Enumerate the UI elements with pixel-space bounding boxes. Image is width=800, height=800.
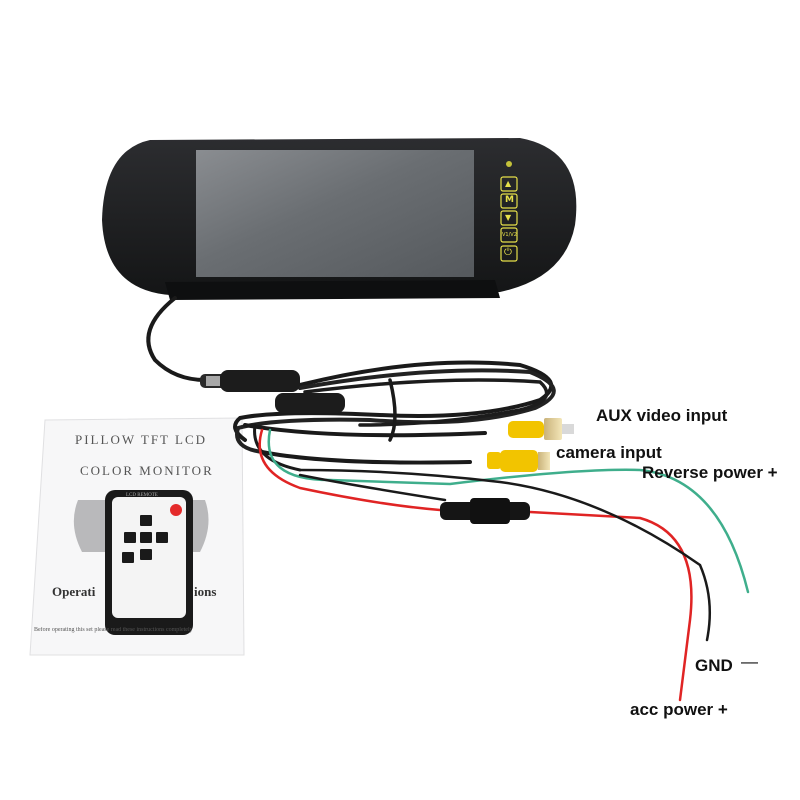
monitor-screen <box>196 150 474 277</box>
manual-heading: Operati <box>52 584 96 599</box>
down-icon: ▼ <box>505 213 512 222</box>
aux-video-input-label: AUX video input <box>596 406 728 425</box>
remote-up-button[interactable] <box>140 515 152 526</box>
up-button[interactable] <box>500 176 518 192</box>
av-connector <box>200 370 300 392</box>
gnd-label: GND <box>695 656 733 675</box>
aux-rca-connector <box>508 418 574 440</box>
remote-power-button[interactable] <box>170 504 182 516</box>
power-icon: ⏻ <box>504 247 512 258</box>
remote-extra-button[interactable] <box>122 552 134 563</box>
monitor <box>102 138 577 300</box>
down-button[interactable] <box>500 210 518 226</box>
acc-power-label: acc power + <box>630 700 728 719</box>
source-icon: V1/V2 <box>502 232 517 238</box>
reverse-power-label: Reverse power + <box>642 463 778 482</box>
remote-down-button[interactable] <box>140 549 152 560</box>
manual-title-line2: COLOR MONITOR <box>80 463 214 478</box>
camera-rca-connector <box>487 450 550 472</box>
manual-title-line1: PILLOW TFT LCD <box>75 432 208 447</box>
manual-footer: Before operating this set please read th… <box>34 627 193 633</box>
menu-button[interactable] <box>500 193 518 209</box>
remote-brand: LCD REMOTE <box>126 493 158 498</box>
manual-heading-tail: ions <box>194 584 217 599</box>
remote-left-button[interactable] <box>124 532 136 543</box>
power-button[interactable] <box>500 245 518 262</box>
monitor-button-panel <box>500 176 518 262</box>
menu-icon: M <box>505 195 514 205</box>
remote-control <box>105 490 193 635</box>
camera-input-label: camera input <box>556 443 662 462</box>
inline-fuse-holder <box>440 498 530 524</box>
cable-bundle <box>146 296 750 702</box>
gnd-minus-symbol: — <box>741 652 758 671</box>
source-button[interactable] <box>500 227 518 243</box>
remote-right-button[interactable] <box>156 532 168 543</box>
power-led <box>506 161 512 167</box>
av-connector-2 <box>275 393 345 413</box>
remote-ok-button[interactable] <box>140 532 152 543</box>
up-icon: ▲ <box>505 179 512 188</box>
